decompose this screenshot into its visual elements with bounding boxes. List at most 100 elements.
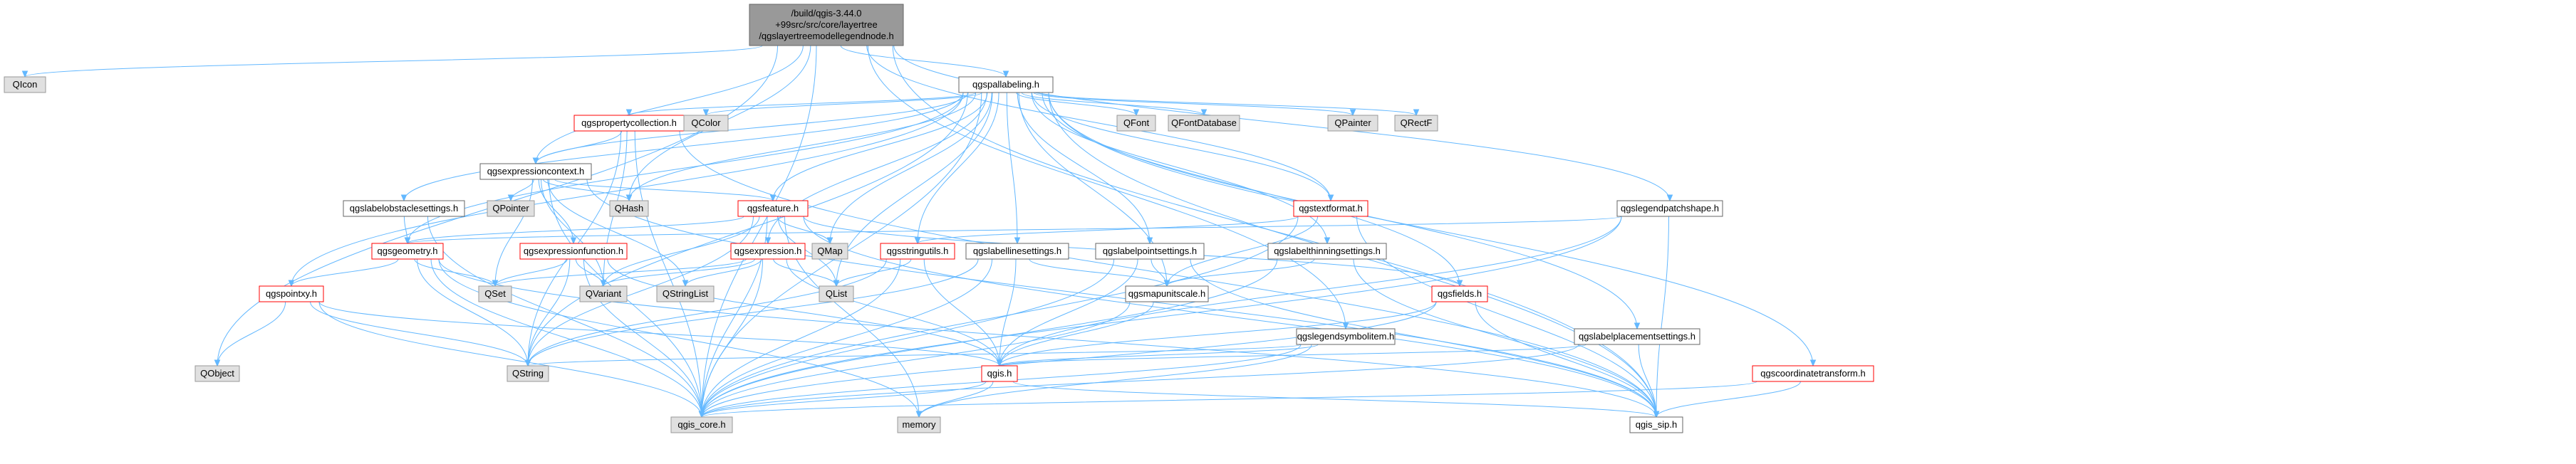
node-box — [1327, 115, 1378, 132]
edge-line — [417, 258, 529, 367]
node-label: QColor — [691, 117, 721, 128]
edge-arrowhead — [625, 194, 633, 202]
node-qgslegendsymbolitem[interactable]: qgslegendsymbolitem.h — [1296, 328, 1396, 345]
edge-qgslegendsymbolitem-to-qgis — [996, 344, 1319, 367]
node-qgsfeature[interactable]: qgsfeature.h — [737, 200, 809, 217]
node-qgsmapunitscale[interactable]: qgsmapunitscale.h — [1125, 285, 1209, 302]
node-qgslabelplacementsettings[interactable]: qgslabelplacementsettings.h — [1574, 328, 1700, 345]
edge-line — [438, 258, 920, 418]
edge-line — [407, 216, 1622, 244]
edge-line — [803, 216, 1657, 418]
node-qgslegendpatchshape[interactable]: qgslegendpatchshape.h — [1616, 200, 1723, 217]
node-qstring: QString — [507, 365, 549, 382]
node-box — [683, 115, 729, 132]
node-qgscoordinatetransform[interactable]: qgscoordinatetransform.h — [1752, 365, 1874, 382]
node-qgsexpressionfunction[interactable]: qgsexpressionfunction.h — [519, 243, 628, 260]
edge-line — [217, 301, 286, 367]
node-label: qgslabelpointsettings.h — [1103, 246, 1197, 256]
node-qgis[interactable]: qgis.h — [981, 365, 1018, 382]
edge-arrowhead — [625, 109, 633, 117]
edge-line — [918, 381, 994, 418]
node-memory: memory — [897, 416, 941, 433]
edge-line — [1033, 92, 1354, 116]
edge-arrowhead — [507, 194, 514, 202]
edge-line — [701, 258, 993, 418]
edge-qgsexpressioncontext-to-qhash — [542, 179, 633, 202]
edge-line — [1656, 216, 1669, 418]
node-qgsstringutils[interactable]: qgsstringutils.h — [880, 243, 955, 260]
edge-line — [407, 92, 964, 244]
edge-line — [1356, 216, 1657, 418]
node-label: qgspallabeling.h — [972, 79, 1039, 90]
edge-line — [1031, 92, 1328, 244]
edge-line — [603, 258, 756, 287]
node-qgis_sip[interactable]: qgis_sip.h — [1629, 416, 1683, 433]
node-box — [1293, 200, 1368, 217]
edge-qgspallabeling-to-qrectf — [1038, 92, 1420, 117]
node-label: QObject — [200, 368, 234, 379]
node-box — [1296, 328, 1396, 345]
node-label: qgsexpressioncontext.h — [487, 166, 585, 176]
edge-arrowhead — [1146, 237, 1153, 245]
edge-qgspallabeling-to-qgslabelthinningsettings — [1031, 92, 1331, 245]
node-qgspropertycollection[interactable]: qgspropertycollection.h — [573, 115, 685, 132]
edge-arrowhead — [996, 359, 1003, 367]
edge-arrowhead — [21, 70, 28, 78]
node-box — [1168, 115, 1240, 132]
node-qgslabellinesettings[interactable]: qgslabellinesettings.h — [965, 243, 1069, 260]
node-label: qgis_sip.h — [1636, 419, 1678, 430]
node-qmap: QMap — [811, 243, 848, 260]
node-label: QHash — [615, 203, 643, 213]
node-qgsexpression[interactable]: qgsexpression.h — [730, 243, 806, 260]
node-box — [259, 285, 324, 302]
node-qgspointxy[interactable]: qgspointxy.h — [259, 285, 324, 302]
edge-qgslegendsymbolitem-to-qstring — [524, 344, 1302, 367]
edge-arrowhead — [1163, 280, 1170, 288]
node-qgslabelthinningsettings[interactable]: qgslabelthinningsettings.h — [1267, 243, 1387, 260]
edge-qgsexpressionfunction-to-qgis — [607, 258, 1003, 367]
edge-arrowhead — [1014, 237, 1021, 245]
edge-line — [701, 216, 1299, 418]
edge-qgslabellinesettings-to-qgis — [996, 258, 1017, 367]
edge-line — [917, 92, 999, 244]
node-box — [1752, 365, 1874, 382]
node-qgslabelpointsettings[interactable]: qgslabelpointsettings.h — [1095, 243, 1205, 260]
node-label: QFont — [1123, 117, 1150, 128]
edge-arrowhead — [698, 411, 705, 418]
edge-qgslegendpatchshape-to-qgsgeometry — [404, 216, 1622, 245]
node-qrectf: QRectF — [1394, 115, 1438, 132]
node-box — [749, 4, 904, 46]
node-box — [670, 416, 733, 433]
edge-line — [538, 179, 574, 244]
node-label: QPointer — [492, 203, 529, 213]
edge-arrowhead — [769, 194, 777, 202]
edge-line — [1166, 258, 1315, 287]
edge-qgslabelplacementsettings-to-qgis_core — [698, 344, 1579, 418]
node-qgslabelobstaclesettings[interactable]: qgslabelobstaclesettings.h — [343, 200, 465, 217]
edge-line — [1151, 258, 1168, 287]
edge-arrowhead — [1133, 109, 1140, 117]
edge-qgspointxy-to-qobject — [214, 301, 286, 367]
edge-qgspointxy-to-qstring — [310, 301, 531, 367]
node-qgsgeometry[interactable]: qgsgeometry.h — [371, 243, 444, 260]
edge-line — [893, 45, 1671, 201]
node-qgspallabeling[interactable]: qgspallabeling.h — [958, 76, 1054, 93]
edge-arrowhead — [600, 280, 607, 288]
node-root[interactable]: /build/qgis-3.44.0+99src/src/core/layert… — [749, 4, 904, 46]
node-qgsfields[interactable]: qgsfields.h — [1431, 285, 1488, 302]
edge-line — [701, 258, 1115, 418]
node-label: qgsgeometry.h — [377, 246, 437, 256]
node-label: QList — [826, 288, 848, 299]
node-label: qgstextformat.h — [1299, 203, 1363, 213]
node-box — [4, 76, 46, 93]
node-qgsexpressioncontext[interactable]: qgsexpressioncontext.h — [479, 163, 592, 180]
edge-root-to-qgspallabeling — [840, 45, 1009, 78]
node-qcolor: QColor — [683, 115, 729, 132]
edge-line — [24, 45, 763, 78]
edge-qgslabelplacementsettings-to-qgis_sip — [1638, 344, 1660, 418]
node-qgstextformat[interactable]: qgstextformat.h — [1293, 200, 1368, 217]
edge-line — [628, 92, 977, 201]
node-label: qgslegendpatchshape.h — [1621, 203, 1719, 213]
node-label: QIcon — [13, 79, 38, 90]
node-box — [730, 243, 806, 260]
